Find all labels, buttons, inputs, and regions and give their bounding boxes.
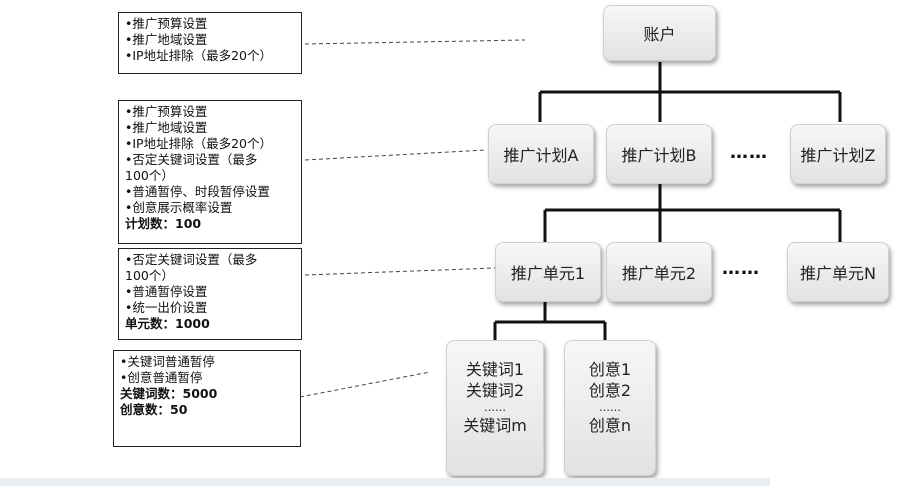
note-item: 100个） [125, 168, 174, 183]
unit-node-1: 推广单元1 [495, 242, 601, 302]
note-item: •统一出价设置 [125, 300, 208, 315]
creative-second: 创意2 [588, 381, 632, 400]
unit-settings-note: •否定关键词设置（最多 100个） •普通暂停设置 •统一出价设置 单元数：10… [118, 248, 302, 340]
node-label: 账户 [643, 25, 676, 44]
note-item: 100个） [125, 268, 174, 283]
creative-first: 创意1 [588, 360, 632, 379]
note-item: •否定关键词设置（最多 [125, 152, 258, 167]
node-label: 推广单元N [800, 264, 876, 283]
note-item: •推广地域设置 [125, 120, 208, 135]
plan-node-a: 推广计划A [488, 124, 594, 184]
unit-node-n: 推广单元N [787, 242, 889, 302]
node-label: 推广计划Z [800, 146, 876, 165]
bottom-bar [0, 478, 770, 486]
note-item: •创意普通暂停 [120, 370, 203, 385]
keyword-node: 关键词1 关键词2 …… 关键词m [446, 340, 544, 476]
note-item: •否定关键词设置（最多 [125, 252, 258, 267]
account-settings-note: •推广预算设置 •推广地域设置 •IP地址排除（最多20个） [118, 12, 302, 74]
creative-count: 创意数：50 [120, 402, 188, 417]
note-item: •关键词普通暂停 [120, 354, 215, 369]
keyword-second: 关键词2 [465, 381, 525, 400]
note-item: •创意展示概率设置 [125, 200, 233, 215]
keyword-dots: …… [484, 401, 506, 414]
keyword-first: 关键词1 [465, 360, 525, 379]
unit-count: 单元数：1000 [125, 316, 210, 331]
plan-node-z: 推广计划Z [790, 124, 886, 184]
node-label: 推广单元1 [510, 264, 586, 283]
unit-ellipsis: …… [722, 258, 760, 279]
note-item: •推广预算设置 [125, 104, 208, 119]
creative-last: 创意n [588, 416, 632, 435]
plan-count: 计划数：100 [125, 216, 202, 231]
keyword-count: 关键词数：5000 [120, 386, 218, 401]
unit-node-2: 推广单元2 [606, 242, 712, 302]
creative-node: 创意1 创意2 …… 创意n [564, 340, 656, 476]
note-item: •IP地址排除（最多20个） [125, 136, 273, 151]
plan-node-b: 推广计划B [606, 124, 712, 184]
keyword-settings-note: •关键词普通暂停 •创意普通暂停 关键词数：5000 创意数：50 [113, 350, 301, 447]
creative-dots: …… [599, 401, 621, 414]
note-item: •推广预算设置 [125, 16, 208, 31]
plan-ellipsis: …… [730, 142, 768, 163]
note-item: •推广地域设置 [125, 32, 208, 47]
note-item: •IP地址排除（最多20个） [125, 48, 273, 63]
account-node: 账户 [603, 5, 716, 61]
note-item: •普通暂停、时段暂停设置 [125, 184, 270, 199]
node-label: 推广计划B [621, 146, 697, 165]
node-label: 推广计划A [503, 146, 579, 165]
node-label: 推广单元2 [621, 264, 697, 283]
note-item: •普通暂停设置 [125, 284, 208, 299]
keyword-last: 关键词m [463, 416, 527, 435]
plan-settings-note: •推广预算设置 •推广地域设置 •IP地址排除（最多20个） •否定关键词设置（… [118, 100, 302, 244]
